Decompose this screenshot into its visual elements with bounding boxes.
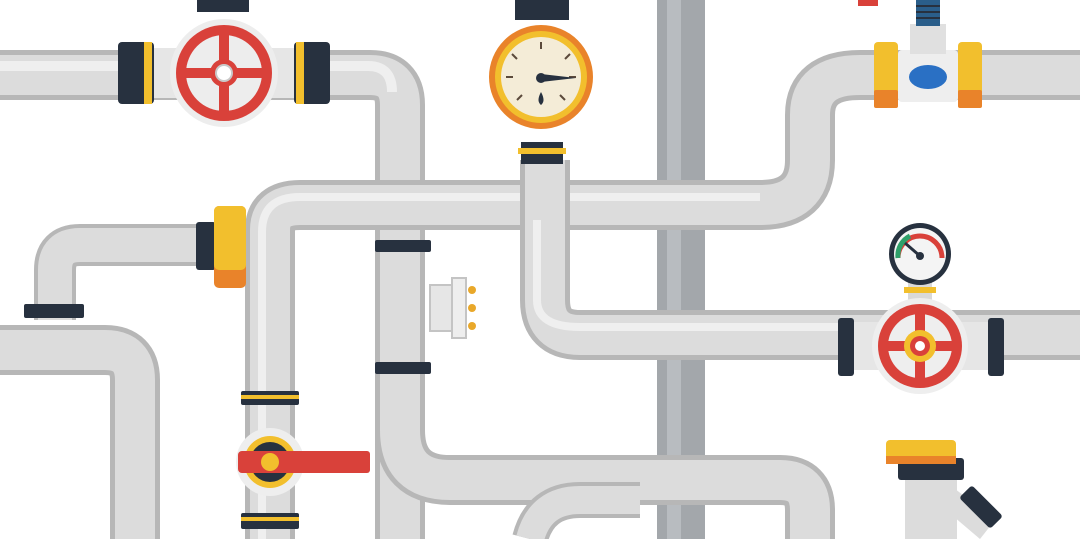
pipe-couplings	[24, 240, 431, 529]
pressure-sensor-icon	[858, 0, 982, 108]
small-gauge-icon	[889, 223, 951, 285]
pressure-gauge-icon	[489, 25, 593, 129]
center-right-pipe	[520, 160, 1080, 360]
left-branch-pipe	[34, 224, 220, 320]
top-gauge-stub	[515, 0, 569, 204]
bottom-left-pipe	[0, 325, 160, 539]
side-tap-fitting-icon	[429, 277, 476, 339]
vertical-main-pipe	[657, 0, 705, 539]
ball-valve-lever-icon[interactable]	[236, 428, 370, 496]
middle-horizontal-pipe	[245, 50, 1080, 539]
handwheel-valve-icon[interactable]	[872, 298, 968, 394]
brass-fitting-icon	[196, 206, 246, 288]
bottom-curved-pipe	[375, 428, 835, 539]
y-strainer-icon	[886, 440, 1002, 539]
top-left-pipe	[0, 50, 425, 539]
right-valve-assembly[interactable]	[838, 223, 1004, 394]
handwheel-valve-icon[interactable]	[118, 0, 330, 127]
